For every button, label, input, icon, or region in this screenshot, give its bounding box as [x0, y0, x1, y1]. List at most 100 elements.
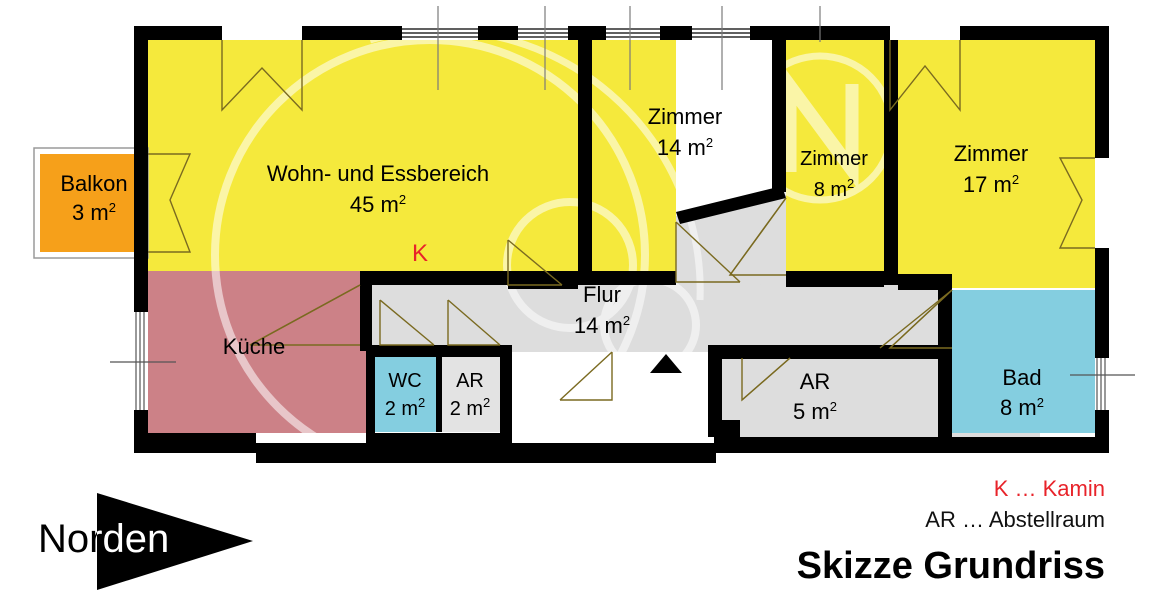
wall-bottom-left	[134, 433, 256, 453]
room-fill-kueche	[148, 271, 372, 433]
wall-outer-right-mid	[1095, 248, 1109, 358]
window-measure-ticks	[437, 6, 821, 90]
wall-outer-right-upper	[1095, 26, 1109, 158]
label-wc-name: WC	[388, 370, 421, 392]
wall-ar-left-right	[500, 345, 512, 443]
label-wc-area-group: 2 m2	[385, 395, 426, 420]
door-zimmer14-flur	[675, 222, 740, 283]
label-ar-left-name: AR	[456, 370, 484, 392]
wall-bottom-step	[256, 443, 716, 463]
label-wc-area: 2 m	[385, 398, 418, 420]
wall-top-seg2	[302, 26, 402, 40]
label-zimmer17-area: 17 m	[963, 172, 1012, 197]
label-balkon-name: Balkon	[60, 171, 127, 196]
label-ar-right-area-group: 5 m2	[793, 399, 837, 424]
room-fill-bad	[952, 290, 1095, 433]
wall-wc-ar-divider	[436, 357, 442, 432]
door-zimmer17-top	[889, 40, 961, 113]
north-label: Norden	[38, 517, 169, 561]
label-balkon-sup: 2	[109, 200, 116, 215]
room-fill-zimmer8	[786, 40, 884, 285]
label-zimmer8-sup: 2	[847, 176, 854, 191]
wall-top-seg7	[960, 26, 1109, 40]
window-top-group	[402, 28, 750, 38]
wall-top-seg4	[568, 26, 606, 40]
room-fill-ar-left	[442, 357, 500, 432]
door-wc	[379, 300, 434, 346]
north-arrow-icon	[97, 493, 253, 590]
wall-above-wc-ar	[372, 345, 508, 357]
door-flur-center	[560, 352, 613, 401]
wall-wohnen-flur-b	[508, 271, 578, 289]
label-ar-left-area-group: 2 m2	[450, 395, 491, 420]
door-zimmer17-right	[1058, 157, 1095, 249]
label-ar-right-name: AR	[800, 369, 831, 394]
wall-above-ar-right	[714, 345, 952, 359]
page-title: Skizze Grundriss	[797, 545, 1105, 587]
label-ar-left-area: 2 m	[450, 398, 483, 420]
door-wohnen-flur	[507, 240, 562, 286]
wall-kueche-flur-jamb	[360, 271, 372, 351]
wall-ar-right-notch	[708, 420, 740, 437]
label-balkon-area: 3 m	[72, 200, 109, 225]
wall-top-seg3	[478, 26, 518, 40]
label-bad-name: Bad	[1002, 365, 1041, 390]
wall-angled-flur-zimmer8	[676, 186, 786, 224]
wall-outer-left-mid	[134, 154, 148, 252]
room-fill-balkon	[40, 154, 148, 252]
label-wohnen-name: Wohn- und Essbereich	[267, 161, 489, 186]
label-flur-area: 14 m	[574, 313, 623, 338]
label-zimmer14-sup: 2	[706, 135, 713, 150]
label-zimmer14-name: Zimmer	[648, 104, 723, 129]
wall-outer-left-upper	[134, 26, 148, 154]
label-bad-area: 8 m	[1000, 395, 1037, 420]
room-fill-wohnen	[148, 40, 578, 271]
wall-interior-zimmer8-zimmer17	[884, 40, 898, 285]
wall-wc-left	[366, 345, 375, 443]
label-zimmer17-sup: 2	[1012, 172, 1019, 187]
north-indicator: Norden	[38, 493, 253, 590]
wall-interior-zimmer8-left	[772, 40, 786, 192]
wall-top-seg5	[660, 26, 692, 40]
label-flur-area-group: 14 m2	[574, 313, 630, 338]
door-balkon	[148, 153, 192, 253]
label-zimmer14-area-group: 14 m2	[657, 135, 713, 160]
label-zimmer8-name: Zimmer	[800, 148, 868, 170]
room-labels: Balkon 3 m2 Wohn- und Essbereich 45 m2 Z…	[60, 104, 1044, 424]
label-ar-left-sup: 2	[483, 395, 490, 410]
wall-bottom-right	[714, 437, 1109, 453]
wall-flur-right	[938, 288, 952, 348]
room-fill-wc	[375, 357, 436, 432]
windows-side	[110, 312, 1135, 410]
kamin-marker: K	[412, 240, 428, 267]
room-fill-ar-right	[722, 358, 945, 437]
wall-zimmer8-bottom	[786, 271, 884, 287]
label-bad-sup: 2	[1037, 395, 1044, 410]
wall-bottom-mid	[372, 433, 508, 445]
wall-interior-wohnen-zimmer14	[578, 40, 592, 272]
label-flur-name: Flur	[583, 282, 621, 307]
door-bad	[879, 289, 953, 349]
label-balkon-area-group: 3 m2	[72, 200, 116, 225]
legend-abstellraum: AR … Abstellraum	[925, 507, 1105, 532]
label-wohnen-area: 45 m	[350, 192, 399, 217]
legend-block: K … Kamin AR … Abstellraum Skizze Grundr…	[797, 476, 1105, 587]
label-bad-area-group: 8 m2	[1000, 395, 1044, 420]
walls	[134, 26, 1109, 463]
label-flur-sup: 2	[623, 313, 630, 328]
label-zimmer8-area-group: 8 m2	[814, 176, 855, 201]
label-wohnen-sup: 2	[399, 192, 406, 207]
label-ar-right-sup: 2	[830, 399, 837, 414]
legend-kamin: K … Kamin	[994, 476, 1105, 501]
wall-ar-right-left	[708, 345, 722, 437]
wall-zimmer17-bottom-left	[898, 274, 952, 290]
door-swings	[148, 40, 1095, 402]
room-fill-zimmer17	[898, 40, 1095, 288]
entrance-marker-icon	[650, 354, 682, 373]
wall-outer-left-lower	[134, 252, 148, 312]
door-double-top-wohnen	[221, 40, 303, 112]
label-ar-right-area: 5 m	[793, 399, 830, 424]
door-ar-left	[447, 300, 500, 346]
